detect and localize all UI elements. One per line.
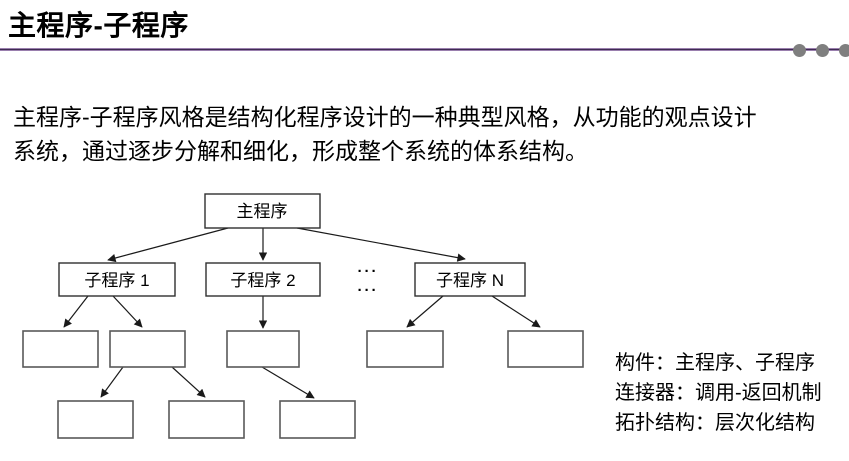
node-subprogram-N — [414, 262, 526, 297]
arrow-subN-to-child2 — [491, 295, 541, 328]
node-empty — [168, 400, 245, 439]
intro-line-1: 主程序-子程序风格是结构化程序设计的一种典型风格，从功能的观点设计 — [13, 104, 757, 130]
node-main-program — [204, 193, 321, 229]
node-subprogram-1 — [58, 262, 176, 297]
node-empty — [507, 330, 584, 368]
arrow-main-to-sub1 — [107, 227, 229, 263]
arrow-child2-to-leaf2 — [171, 366, 206, 398]
decorative-dot — [839, 44, 849, 57]
node-empty — [57, 400, 134, 439]
intro-line-2: 系统，通过逐步分解和细化，形成整个系统的体系结构。 — [13, 138, 588, 164]
arrow-sub1-to-child1 — [63, 295, 89, 328]
arrow-child2-to-leaf1 — [100, 366, 124, 398]
decorative-dot — [816, 44, 829, 57]
ellipsis-top: ··· — [358, 263, 379, 280]
arrow-sub1-to-child2 — [112, 295, 143, 328]
note-connectors: 连接器：调用-返回机制 — [615, 382, 822, 404]
node-empty — [22, 330, 99, 368]
node-subprogram-1-label: 子程序 1 — [84, 271, 149, 290]
hierarchy-diagram: 主程序 子程序 1 子程序 2 ··· ··· 子程序 N — [22, 193, 584, 439]
arrow-main-to-subN — [296, 227, 466, 262]
node-subprogram-2-label: 子程序 2 — [230, 271, 295, 290]
title-divider-line — [0, 48, 849, 51]
node-empty — [279, 400, 356, 439]
node-subprogram-N-label: 子程序 N — [436, 271, 504, 290]
note-components: 构件：主程序、子程序 — [615, 352, 815, 374]
decorative-dot — [793, 44, 806, 57]
node-main-program-label: 主程序 — [237, 202, 288, 221]
node-empty — [109, 330, 186, 368]
node-subprogram-2 — [205, 262, 321, 297]
arrow-child3-to-leaf3 — [261, 366, 315, 399]
note-topology: 拓扑结构：层次化结构 — [615, 412, 815, 434]
node-empty — [226, 330, 300, 368]
arrow-subN-to-child1 — [406, 295, 444, 328]
node-empty — [366, 330, 444, 368]
intro-paragraph: 主程序-子程序风格是结构化程序设计的一种典型风格，从功能的观点设计 系统，通过逐… — [13, 100, 757, 168]
style-notes: 构件：主程序、子程序 连接器：调用-返回机制 拓扑结构：层次化结构 — [615, 348, 822, 438]
ellipsis-bottom: ··· — [358, 282, 379, 299]
page-title: 主程序-子程序 — [8, 10, 189, 41]
